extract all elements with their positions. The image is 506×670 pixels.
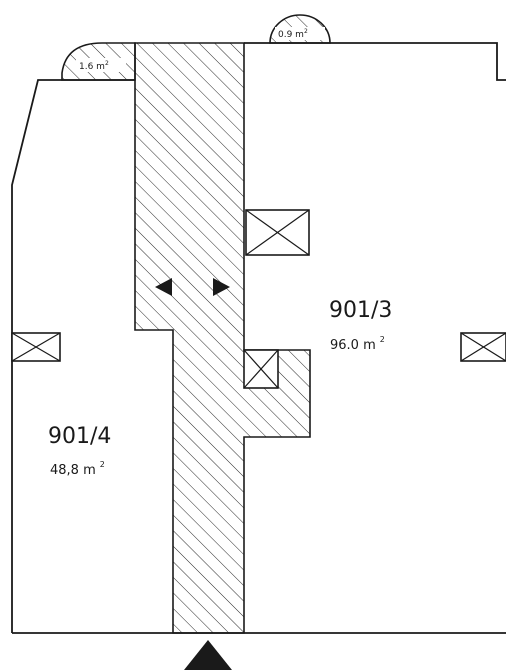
door-arrow-right-icon [213,278,230,296]
unit-901-4-number: 901/4 [48,424,111,449]
shaft-right-wall [460,332,506,362]
door-arrow-left-icon [155,278,172,296]
bay-left-label-bg [76,58,126,72]
bay-left-label: 1.6 m2 [79,60,109,72]
hatched-corridor [134,42,311,634]
outer-wall-top-right [244,42,506,81]
shaft-upper [245,209,310,256]
unit-901-3-number: 901/3 [329,298,392,323]
shaft-left-wall [11,332,61,362]
entrance-arrow-icon [184,640,232,670]
bay-top-label: 0.9 m2 [278,28,308,40]
bay-top-label-bg [275,27,325,40]
shaft-lower [243,349,279,389]
